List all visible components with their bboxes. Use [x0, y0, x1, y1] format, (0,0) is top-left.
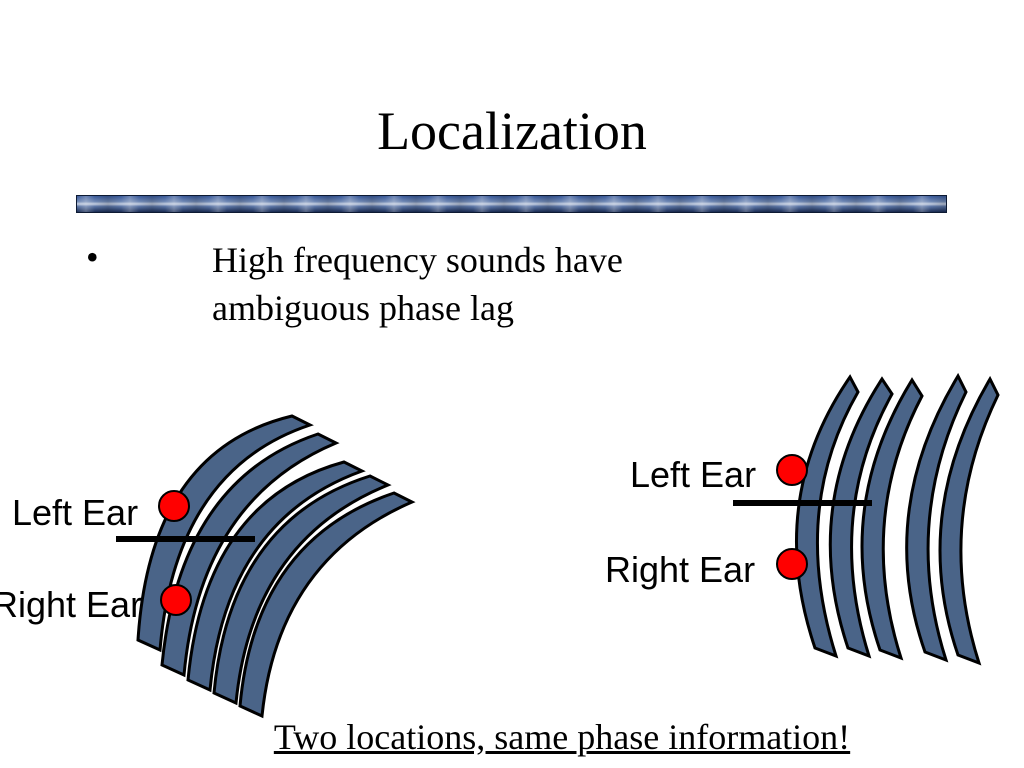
left-ear-marker [776, 454, 808, 486]
wavefront-band [828, 376, 894, 659]
left-ear-label: Left Ear [12, 492, 138, 533]
right-ear-label: Right Ear [0, 584, 142, 625]
bullet-text: High frequency sounds have ambiguous pha… [212, 240, 623, 328]
left-ear-marker [158, 490, 190, 522]
wavefront-band [795, 374, 860, 659]
left-scenario: Left Ear Right Ear [0, 414, 416, 719]
wavefront-band [136, 414, 314, 653]
right-ear-marker [776, 548, 808, 580]
wavefront-band [938, 375, 1000, 666]
wavefront-band [238, 491, 416, 719]
left-ear-label: Left Ear [630, 454, 756, 495]
right-ear-label: Right Ear [605, 549, 755, 590]
bullet-marker: • [86, 237, 99, 277]
right-ear-marker [160, 584, 192, 616]
wavefront-band [186, 460, 366, 693]
wavefront-band [905, 372, 968, 663]
wavefront-band [860, 377, 924, 661]
wavefront-band [212, 474, 392, 706]
title-divider [76, 195, 947, 213]
wavefront-band [160, 432, 340, 678]
slide-title: Localization [377, 101, 647, 161]
caption: Two locations, same phase information! [273, 717, 851, 757]
right-scenario: Left Ear Right Ear [605, 372, 1000, 666]
